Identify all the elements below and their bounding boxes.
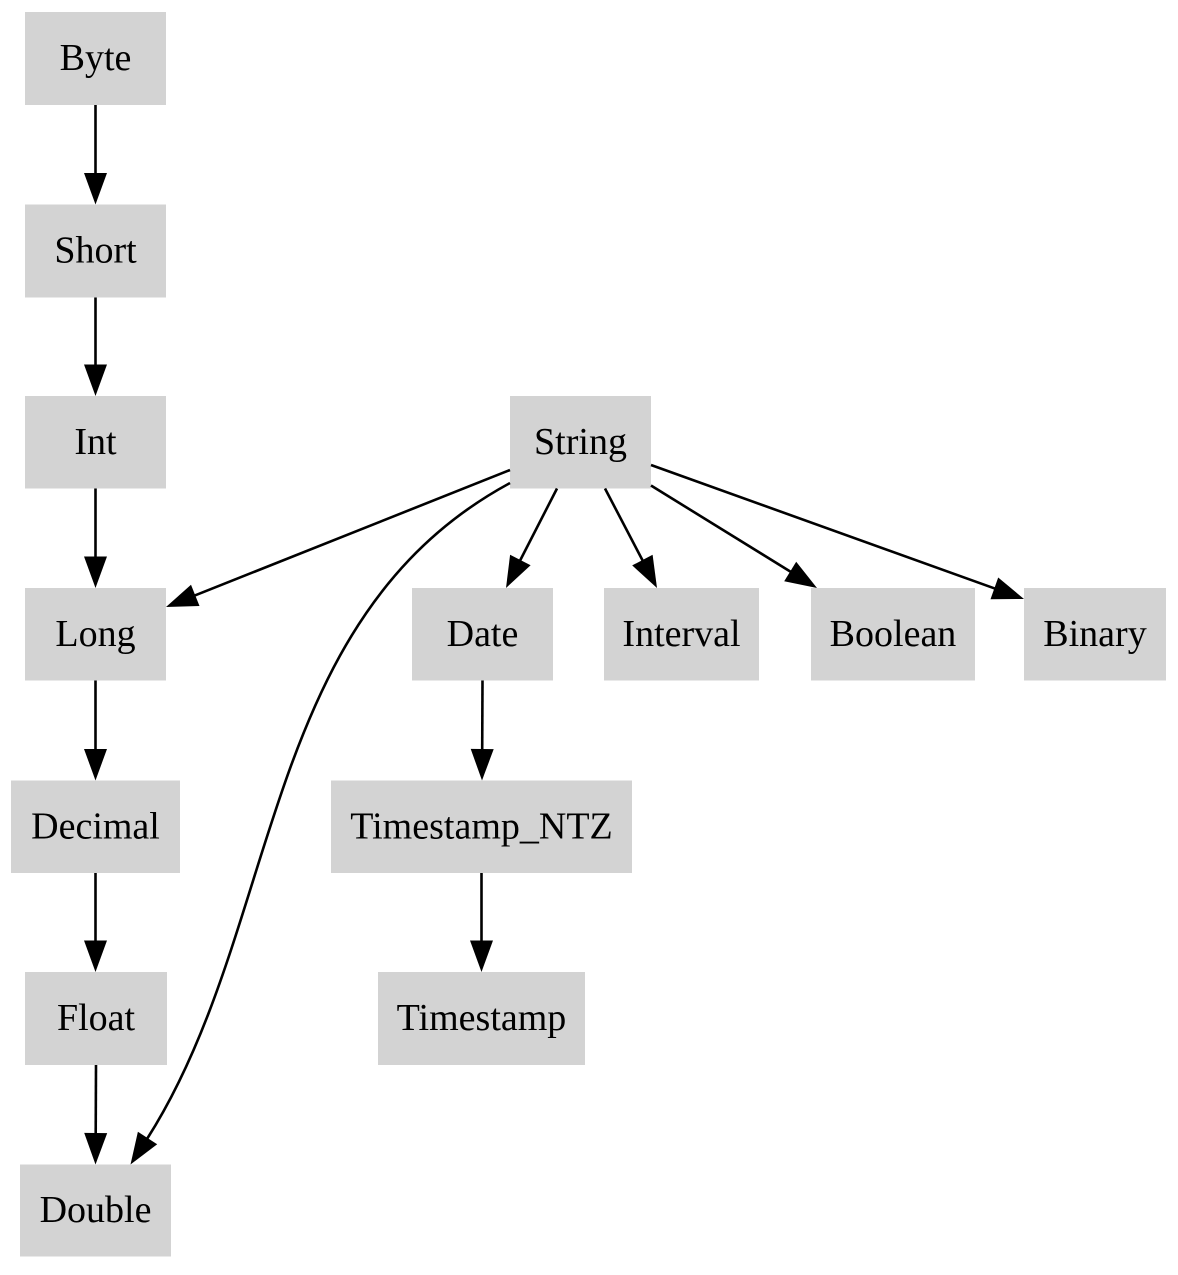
svg-text:Double: Double — [40, 1189, 152, 1231]
svg-text:Binary: Binary — [1043, 613, 1146, 655]
svg-text:Date: Date — [447, 613, 519, 655]
svg-text:Float: Float — [57, 997, 136, 1039]
svg-text:Short: Short — [54, 230, 137, 272]
svg-text:Interval: Interval — [622, 613, 740, 655]
svg-text:Timestamp: Timestamp — [397, 997, 567, 1039]
svg-text:Boolean: Boolean — [830, 613, 957, 655]
svg-text:String: String — [534, 421, 627, 463]
svg-text:Long: Long — [55, 613, 135, 655]
svg-text:Decimal: Decimal — [31, 806, 160, 848]
svg-text:Byte: Byte — [60, 37, 132, 79]
svg-text:Timestamp_NTZ: Timestamp_NTZ — [350, 806, 613, 848]
svg-text:Int: Int — [74, 421, 117, 463]
